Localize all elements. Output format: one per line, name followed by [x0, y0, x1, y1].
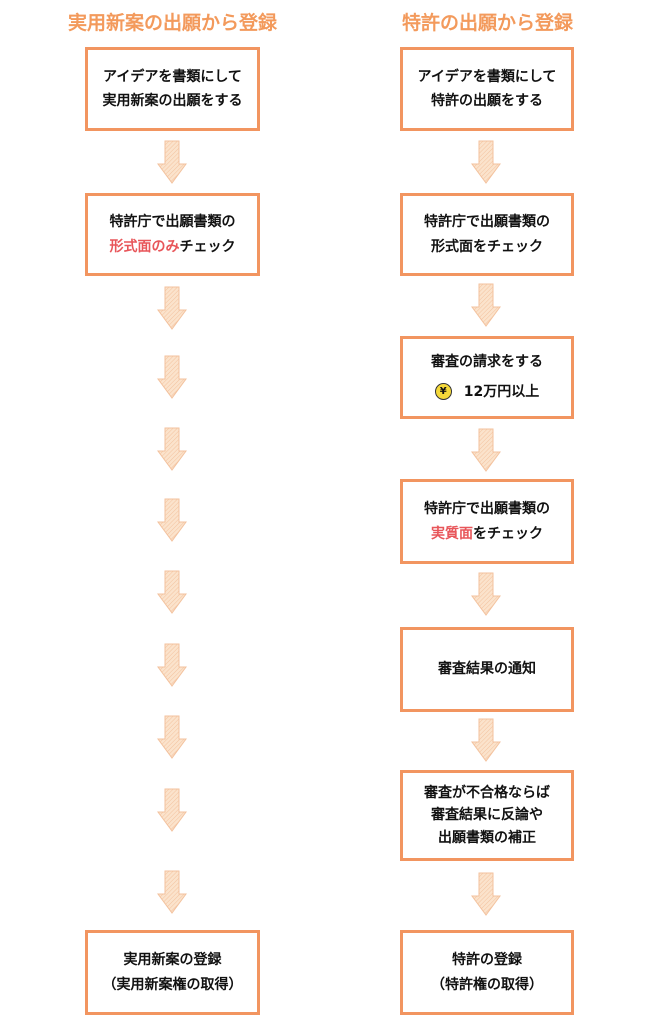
step-text: （実用新案権の取得）	[103, 973, 243, 998]
down-arrow-icon	[157, 140, 187, 184]
step-text: 実用新案の登録	[124, 948, 222, 973]
highlight-text: 実質面	[431, 526, 473, 542]
down-arrow-icon	[471, 872, 501, 916]
right-step-apply: アイデアを書類にして 特許の出願をする	[400, 47, 574, 131]
step-text: チェック	[180, 239, 236, 255]
fee-text: 12万円以上	[464, 384, 539, 400]
down-arrow-icon	[471, 283, 501, 327]
step-text: 特許庁で出願書類の	[110, 210, 236, 235]
step-text: アイデアを書類にして	[418, 65, 557, 90]
down-arrow-icon	[157, 570, 187, 614]
step-text: 審査の請求をする	[431, 348, 543, 377]
down-arrow-icon	[471, 718, 501, 762]
down-arrow-icon	[157, 643, 187, 687]
down-arrow-icon	[471, 140, 501, 184]
step-text: 特許庁で出願書類の	[424, 210, 550, 235]
step-text: 審査が不合格ならば	[424, 782, 550, 804]
step-text: 特許の出願をする	[431, 89, 543, 114]
step-text: 特許の登録	[452, 948, 522, 973]
highlight-text: 形式面のみ	[110, 239, 180, 255]
step-text: 出願書類の補正	[438, 827, 536, 849]
down-arrow-icon	[157, 355, 187, 399]
step-text: をチェック	[473, 526, 543, 542]
step-text: 実用新案の出願をする	[103, 89, 243, 114]
step-text: 特許庁で出願書類の	[424, 497, 550, 522]
right-step-rebuttal: 審査が不合格ならば 審査結果に反論や 出願書類の補正	[400, 770, 574, 861]
step-text: （特許権の取得）	[431, 973, 543, 998]
right-step-result-notice: 審査結果の通知	[400, 627, 574, 712]
left-column-title: 実用新案の出願から登録	[0, 8, 345, 35]
step-text: 審査結果に反論や	[431, 804, 543, 826]
down-arrow-icon	[157, 788, 187, 832]
down-arrow-icon	[157, 715, 187, 759]
down-arrow-icon	[157, 870, 187, 914]
left-step-apply: アイデアを書類にして 実用新案の出願をする	[85, 47, 260, 131]
right-step-register: 特許の登録 （特許権の取得）	[400, 930, 574, 1015]
down-arrow-icon	[471, 572, 501, 616]
down-arrow-icon	[157, 286, 187, 330]
down-arrow-icon	[157, 427, 187, 471]
down-arrow-icon	[157, 498, 187, 542]
right-step-substance-check: 特許庁で出願書類の 実質面をチェック	[400, 479, 574, 564]
right-step-format-check: 特許庁で出願書類の 形式面をチェック	[400, 193, 574, 276]
left-step-register: 実用新案の登録 （実用新案権の取得）	[85, 930, 260, 1015]
step-text: アイデアを書類にして	[103, 65, 242, 90]
step-text: 審査結果の通知	[438, 657, 536, 682]
right-column-title: 特許の出願から登録	[315, 8, 655, 35]
step-text: 形式面をチェック	[431, 235, 543, 260]
down-arrow-icon	[471, 428, 501, 472]
yen-coin-icon: ¥	[435, 383, 452, 400]
left-step-format-check: 特許庁で出願書類の 形式面のみチェック	[85, 193, 260, 276]
right-step-exam-request: 審査の請求をする ¥12万円以上	[400, 336, 574, 419]
